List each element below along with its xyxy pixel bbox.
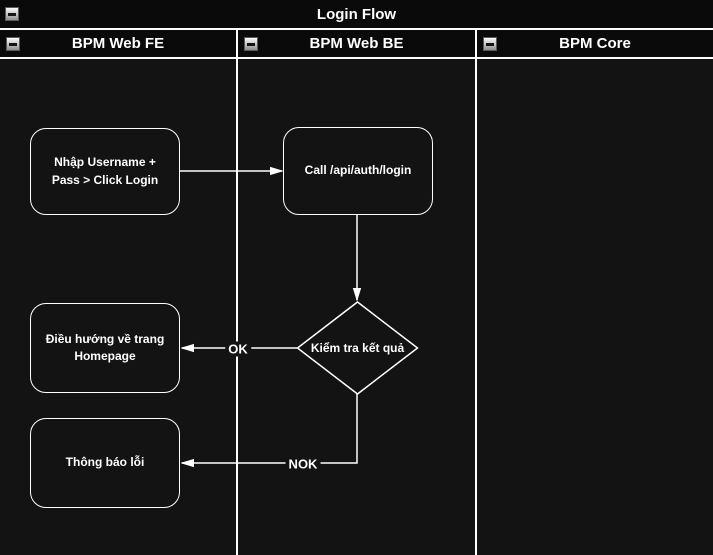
task-label: Thông báo lỗi [65,455,145,470]
task-node-redirect-homepage[interactable]: Điều hướng về trang Homepage [30,303,180,393]
task-label: Điều hướng về trang Homepage [45,331,165,363]
pool-title-bar: Login Flow [0,0,713,30]
lane-collapse-button[interactable] [244,37,258,51]
collapse-minus-icon [8,13,16,16]
collapse-minus-icon [247,43,255,46]
lane-divider [236,59,238,555]
lane-title: BPM Web BE [309,35,404,52]
pool-title: Login Flow [316,5,397,23]
collapse-minus-icon [9,43,17,46]
task-label: Nhập Username + Pass > Click Login [51,155,159,187]
edge-label-nok[interactable]: NOK [285,456,321,472]
edge-label-ok[interactable]: OK [225,341,251,357]
decision-label: Kiểm tra kết quả [310,341,405,355]
collapse-minus-icon [486,43,494,46]
lane-header-bpm-web-fe[interactable]: BPM Web FE [0,30,236,59]
edge-check-to-error-nok[interactable] [182,394,358,463]
lane-header-row: BPM Web FE BPM Web BE BPM Core [0,30,713,59]
lane-collapse-button[interactable] [483,37,497,51]
task-node-enter-credentials[interactable]: Nhập Username + Pass > Click Login [30,128,180,215]
task-node-show-error[interactable]: Thông báo lỗi [30,418,180,508]
lane-collapse-button[interactable] [6,37,20,51]
lane-title: BPM Web FE [71,35,165,52]
lane-divider [475,59,477,555]
lane-header-bpm-web-be[interactable]: BPM Web BE [236,30,475,59]
task-node-call-login-api[interactable]: Call /api/auth/login [283,127,433,215]
lane-title: BPM Core [559,35,631,52]
pool-collapse-button[interactable] [5,7,19,21]
lane-header-bpm-core[interactable]: BPM Core [475,30,713,59]
task-label: Call /api/auth/login [304,163,412,178]
decision-diamond[interactable] [296,301,419,395]
